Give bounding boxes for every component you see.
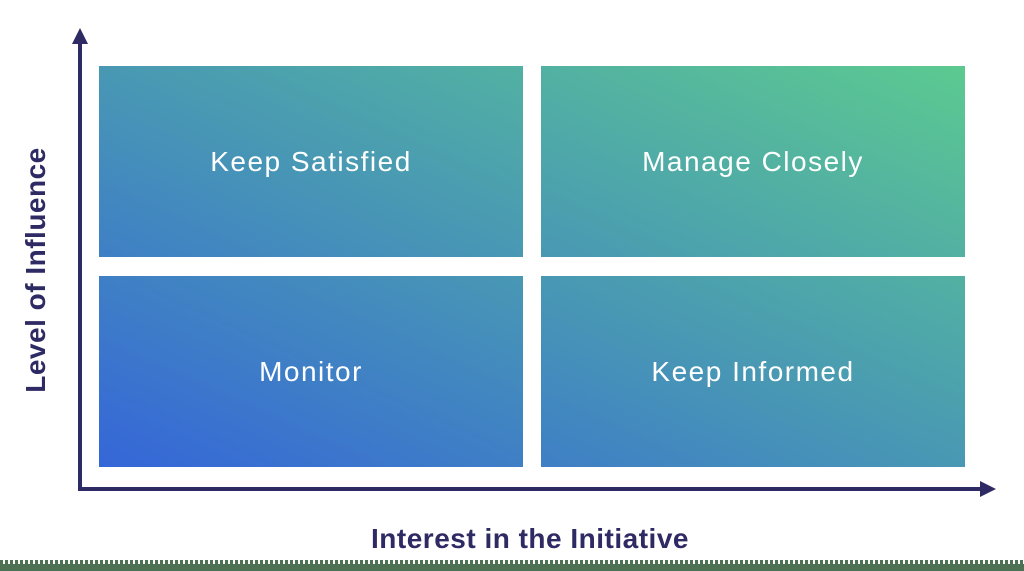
footer-dashed-edge bbox=[0, 560, 1024, 564]
quadrant-monitor: Monitor bbox=[99, 276, 523, 467]
y-axis-arrowhead-icon bbox=[72, 28, 88, 44]
quadrant-label: Keep Satisfied bbox=[210, 145, 412, 177]
quadrant-grid: Keep Satisfied Manage Closely Monitor Ke… bbox=[99, 66, 965, 467]
quadrant-manage-closely: Manage Closely bbox=[541, 66, 965, 257]
x-axis-line bbox=[78, 487, 982, 491]
footer-solid-edge bbox=[0, 564, 1024, 571]
quadrant-label: Monitor bbox=[259, 355, 363, 387]
quadrant-label: Keep Informed bbox=[651, 355, 855, 387]
y-axis-line bbox=[78, 42, 82, 491]
quadrant-label: Manage Closely bbox=[642, 145, 864, 177]
x-axis-arrowhead-icon bbox=[980, 481, 996, 497]
quadrant-keep-informed: Keep Informed bbox=[541, 276, 965, 467]
quadrant-keep-satisfied: Keep Satisfied bbox=[99, 66, 523, 257]
x-axis-label: Interest in the Initiative bbox=[371, 523, 689, 554]
y-axis-label: Level of Influence bbox=[20, 147, 51, 393]
footer-divider-strip bbox=[0, 560, 1024, 571]
